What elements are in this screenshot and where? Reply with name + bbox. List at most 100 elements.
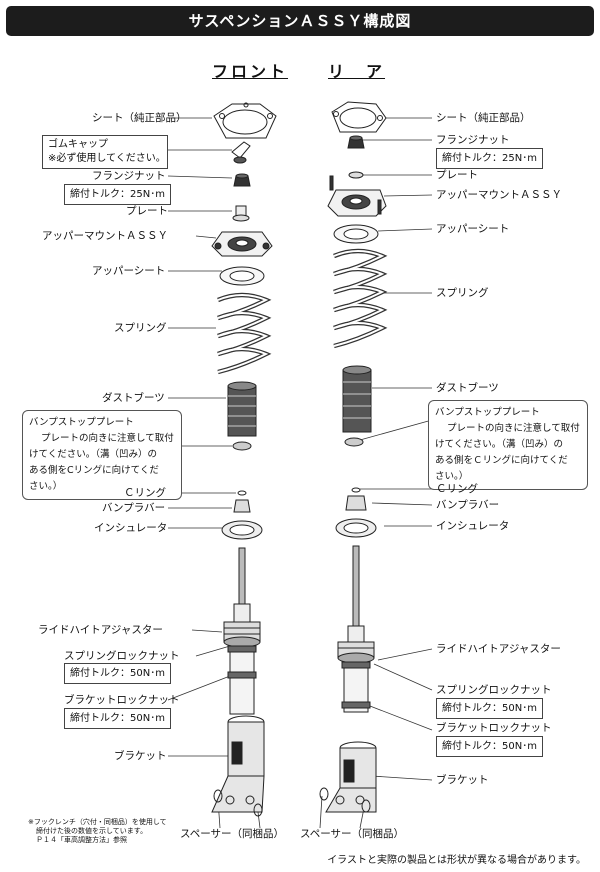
front-bump-plate-note-3: ある側をCリングに向けてくだ (29, 465, 159, 476)
front-strut (211, 102, 277, 817)
rear-c-ring (351, 487, 361, 493)
front-bump-plate-label: バンプストッププレート (29, 417, 134, 428)
front-spacer-1 (213, 789, 223, 803)
front-spring-locknut (227, 645, 257, 653)
front-flange-nut-label: フランジナット (92, 170, 166, 182)
front-bracket-label: ブラケット (114, 750, 167, 762)
front-bracket-torque: 締付トルク：50N･m (64, 708, 171, 729)
rear-upper-sheet-label: アッパーシート (436, 223, 510, 235)
front-footnote-2: 締付けた後の数値を示しています。 (36, 827, 148, 835)
rear-bump-plate-note-3: ある側をＣリングに向けてくだ (435, 455, 568, 466)
front-c-ring-label: Ｃリング (124, 487, 166, 499)
rear-bump-plate-note-4: さい。） (435, 471, 469, 482)
front-dust-boots-label: ダストブーツ (102, 392, 165, 404)
rear-bump-plate-label: バンプストッププレート (435, 407, 540, 418)
front-dust-boots (227, 381, 257, 437)
front-footnote-1: ※フックレンチ（穴付・同梱品）を使用して (28, 818, 167, 826)
rear-spring-locknut (341, 661, 371, 669)
front-upper-mount-label: アッパーマウントＡＳＳＹ (42, 230, 168, 242)
front-rubber-cap-box: ゴムキャップ ※必ず使用してください。 (42, 135, 168, 169)
rear-dust-boots-label: ダストブーツ (436, 382, 499, 394)
rear-ride-height-label: ライドハイトアジャスター (436, 643, 561, 655)
front-insulator (221, 520, 263, 540)
rear-spacer-2 (361, 799, 371, 813)
rear-ride-height-adjuster (337, 625, 375, 664)
front-bump-rubber (233, 499, 251, 513)
front-spring-locknut-label: スプリングロックナット (64, 650, 180, 662)
rear-plate (348, 171, 364, 179)
front-rubber-cap-label: ゴムキャップ (48, 139, 108, 150)
rear-dust-boots (342, 365, 372, 433)
front-spring-torque: 締付トルク：50N･m (64, 663, 171, 684)
front-upper-mount (211, 231, 273, 257)
front-sheet (213, 102, 277, 139)
rear-bracket-locknut-label: ブラケットロックナット (436, 722, 552, 734)
front-flange-torque: 締付トルク：25N･m (64, 184, 171, 205)
page-title: サスペンションＡＳＳＹ構成図 (6, 6, 594, 36)
front-bump-plate-note-4: さい。） (29, 481, 63, 492)
front-plate-label: プレート (126, 205, 168, 217)
rear-bump-plate-note-box: バンプストッププレート プレートの向きに注意して取付 けてください。（溝（凹み）… (428, 400, 588, 490)
rear-spring-inner (333, 250, 385, 347)
front-piston-rod (238, 547, 246, 605)
front-c-ring (237, 490, 247, 496)
front-spring-inner (217, 294, 269, 373)
rear-bump-rubber-label: バンプラバー (436, 499, 500, 511)
front-insulator-label: インシュレータ (94, 522, 168, 534)
front-heading: フロント (212, 62, 289, 81)
front-shock-body (229, 651, 255, 715)
front-ride-height-label: ライドハイトアジャスター (38, 624, 163, 636)
front-spring-label: スプリング (114, 322, 167, 334)
rear-heading: リ ア (328, 62, 386, 81)
front-bracket-locknut-label: ブラケットロックナット (64, 694, 180, 706)
rear-flange-nut (347, 135, 365, 149)
rear-strut (319, 101, 388, 813)
front-bracket-locknut (227, 671, 257, 679)
front-flange-nut (233, 173, 251, 187)
rear-sheet-label: シート（純正部品） (436, 112, 531, 124)
front-bracket (211, 715, 265, 813)
front-bump-plate-note-1: プレートの向きに注意して取付 (41, 433, 174, 444)
rear-sheet (331, 101, 387, 133)
rear-bracket-label: ブラケット (436, 774, 489, 786)
rear-spring-torque: 締付トルク：50N･m (436, 698, 543, 719)
rear-bump-rubber (345, 495, 367, 511)
front-footnote-3: Ｐ１４「車高調整方法」参照 (36, 836, 127, 844)
front-bump-rubber-label: バンプラバー (102, 502, 166, 514)
rear-flange-torque: 締付トルク：25N･m (436, 148, 543, 169)
rear-bump-plate-note-1: プレートの向きに注意して取付 (447, 423, 580, 434)
rear-insulator (335, 518, 377, 538)
front-upper-sheet (219, 266, 265, 286)
front-bump-plate (232, 441, 252, 451)
rear-upper-mount-label: アッパーマウントＡＳＳＹ (436, 189, 562, 201)
disclaimer: イラストと実際の製品とは形状が異なる場合があります。 (327, 855, 586, 866)
rear-flange-nut-label: フランジナット (436, 134, 510, 146)
rear-spring-locknut-label: スプリングロックナット (436, 684, 552, 696)
front-footnote: ※フックレンチ（穴付・同梱品）を使用して 締付けた後の数値を示しています。 Ｐ１… (28, 818, 167, 845)
rear-bracket-locknut (341, 701, 371, 709)
rear-upper-sheet (333, 224, 379, 244)
rear-spring-label: スプリング (436, 287, 489, 299)
front-bump-plate-note-box: バンプストッププレート プレートの向きに注意して取付 けてください。（溝（凹み）… (22, 410, 182, 500)
rear-insulator-label: インシュレータ (436, 520, 510, 532)
rear-bump-plate-note-2: けてください。（溝（凹み）の (435, 439, 563, 450)
rear-bracket (325, 741, 377, 813)
front-rubber-cap (231, 141, 251, 164)
rear-bump-plate (344, 437, 364, 447)
rear-upper-mount (327, 175, 387, 217)
rear-bracket-torque: 締付トルク：50N･m (436, 736, 543, 757)
front-rubber-cap-note: ※必ず使用してください。 (48, 153, 166, 164)
front-sheet-label: シート（純正部品） (92, 112, 187, 124)
rear-spacer-label: スペーサー（同梱品） (300, 828, 405, 840)
front-ride-height-adjuster (223, 603, 261, 648)
front-upper-sheet-label: アッパーシート (92, 265, 166, 277)
rear-c-ring-label: Ｃリング (436, 483, 478, 495)
front-spacer-label: スペーサー（同梱品） (180, 828, 285, 840)
front-plate (232, 205, 250, 222)
front-spacer-2 (253, 803, 263, 817)
rear-spacer-1 (319, 787, 329, 801)
rear-plate-label: プレート (436, 169, 478, 181)
rear-piston-rod (352, 545, 360, 627)
front-bump-plate-note-2: けてください。（溝（凹み）の (29, 449, 157, 460)
